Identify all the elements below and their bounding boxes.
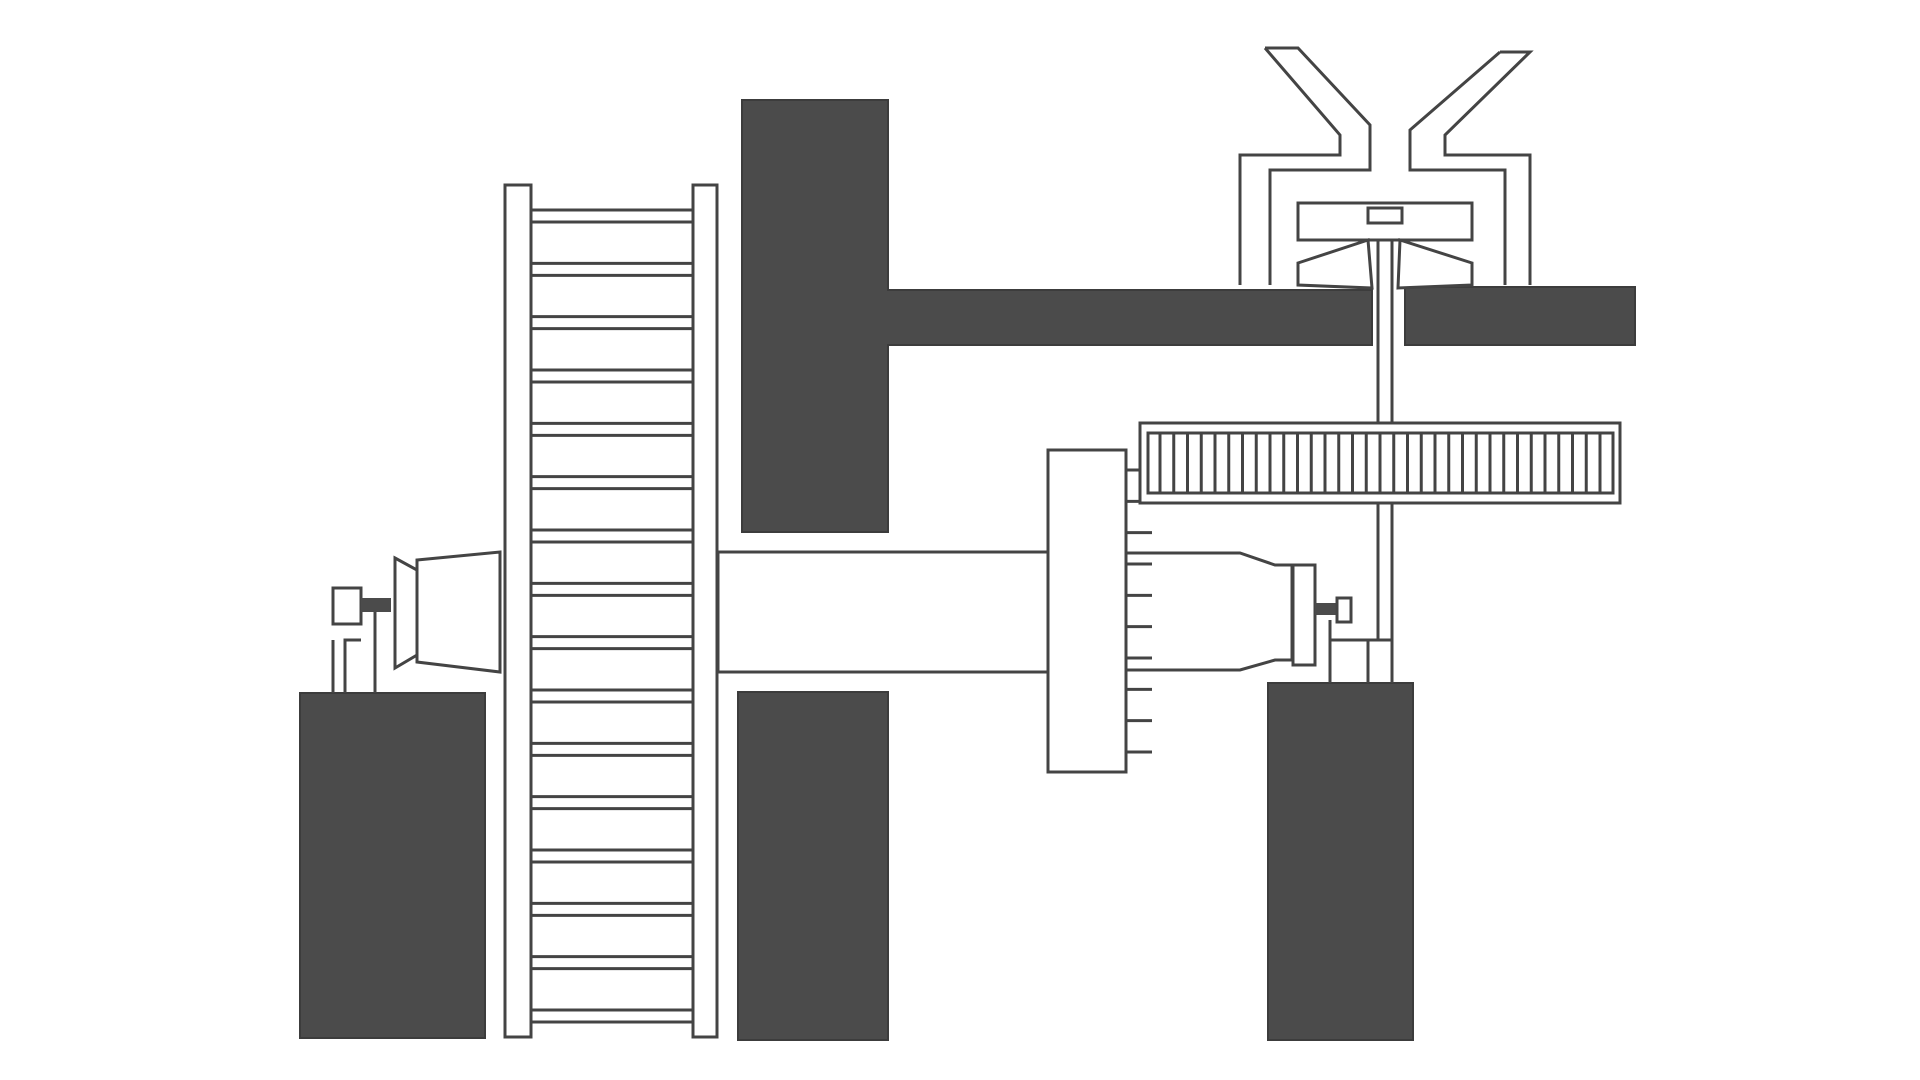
pit-wheel-teeth	[1126, 468, 1152, 754]
left-bearing	[331, 550, 502, 693]
lower-middle-block	[737, 691, 889, 1041]
millstones	[1296, 201, 1474, 290]
water-wheel-rungs	[531, 208, 693, 1024]
left-support-block	[299, 692, 486, 1039]
main-axle	[716, 550, 1050, 674]
crown-wheel	[1138, 421, 1622, 505]
crown-wheel-teeth	[1158, 433, 1602, 493]
upper-left-block	[741, 99, 1373, 533]
right-support-block	[1267, 682, 1414, 1041]
water-wheel	[503, 183, 719, 1039]
pit-wheel	[1046, 448, 1152, 774]
axle-taper-right	[1118, 551, 1294, 672]
hopper	[1238, 46, 1534, 285]
horizontal-beam	[1404, 286, 1636, 346]
right-bearing	[1291, 563, 1394, 683]
